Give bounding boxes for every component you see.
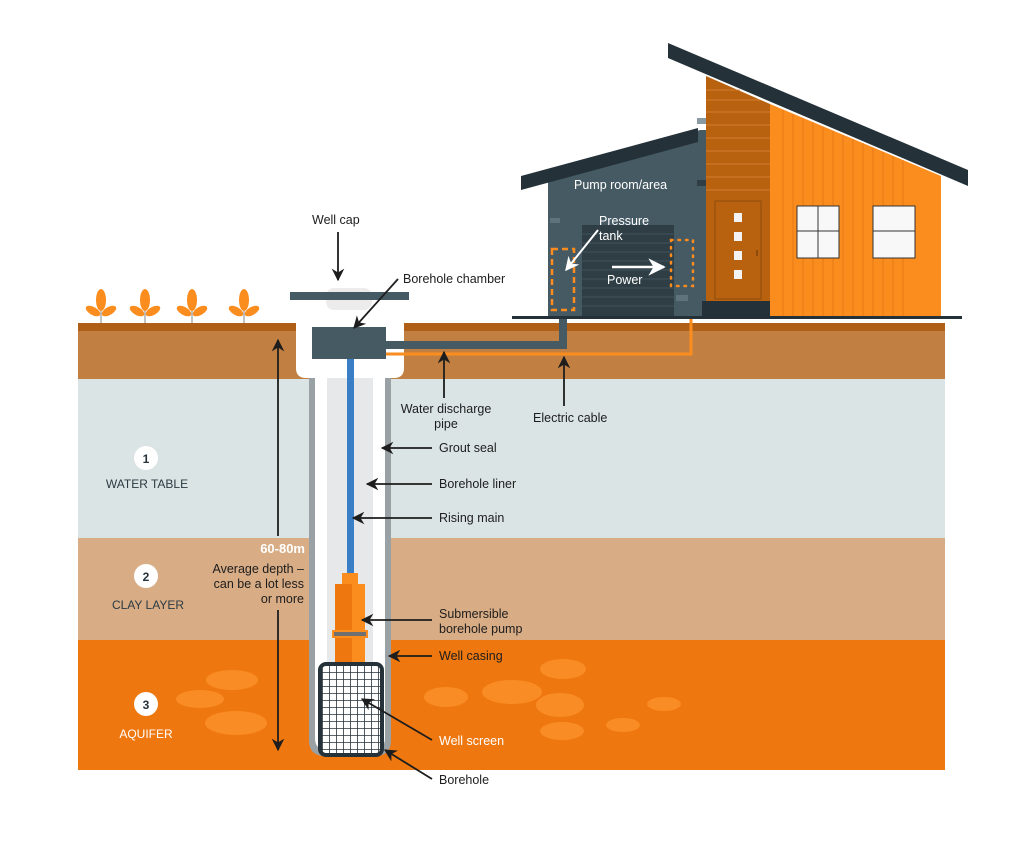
pump-top	[342, 573, 358, 584]
borehole-chamber-label: Borehole chamber	[403, 272, 505, 286]
pressure-tank-label: Pressure	[599, 214, 649, 228]
layer-water-table: 1 WATER TABLE	[106, 446, 188, 491]
power-label: Power	[607, 273, 642, 287]
layer-number: 2	[143, 570, 150, 584]
house-labels: Pump room/area Pressure tank Power	[574, 178, 667, 287]
depth-value: 60-80m	[260, 541, 305, 556]
plant-icon	[176, 289, 208, 323]
layer-clay: 2 CLAY LAYER	[112, 564, 184, 612]
well-screen	[318, 662, 384, 757]
depth-note-line: can be a lot less	[214, 577, 304, 591]
water-discharge-label: pipe	[434, 417, 458, 431]
well-screen-label: Well screen	[439, 734, 504, 748]
pump-room-roof	[521, 128, 698, 190]
component-labels: Well cap Borehole chamber Water discharg…	[312, 213, 607, 787]
layer-badges: 1 WATER TABLE 2 CLAY LAYER 3 AQUIFER	[106, 446, 188, 741]
well-casing-label: Well casing	[439, 649, 503, 663]
aquifer-layer	[78, 640, 945, 770]
label-arrows	[271, 232, 571, 780]
wood-planks	[706, 89, 770, 191]
pump-room-label: Pump room/area	[574, 178, 667, 192]
door-step	[702, 301, 770, 318]
pump-band-inner	[334, 632, 366, 636]
pressure-tank-label: tank	[599, 229, 623, 243]
submersible-pump-label: Submersible	[439, 607, 509, 621]
layer-name: AQUIFER	[119, 727, 173, 741]
well-cap	[290, 292, 409, 300]
borehole-arrow	[383, 749, 433, 780]
pump-highlight	[352, 584, 365, 666]
plant-icon	[228, 289, 260, 323]
pressure-tank-arrow	[565, 229, 599, 272]
depth-note-line: or more	[261, 592, 304, 606]
well-screen-arrow	[360, 698, 433, 741]
layer-number: 1	[143, 452, 150, 466]
water-table-layer	[78, 379, 945, 538]
water-discharge-pipe	[386, 318, 567, 349]
depth-note: 60-80m Average depth – can be a lot less…	[212, 541, 305, 606]
layer-number: 3	[143, 698, 150, 712]
grout-seal-label: Grout seal	[439, 441, 497, 455]
layer-aquifer: 3 AQUIFER	[119, 692, 173, 741]
layer-number-badge	[134, 446, 158, 470]
water-discharge-label: Water discharge	[401, 402, 492, 416]
plant-icon	[85, 289, 117, 323]
depth-note-line: Average depth –	[212, 562, 304, 576]
layer-name: CLAY LAYER	[112, 598, 184, 612]
borehole-chamber	[312, 327, 386, 359]
borehole-chamber-arrow	[353, 278, 399, 329]
topsoil-layer	[78, 323, 945, 379]
rising-main	[347, 358, 354, 573]
layer-name: WATER TABLE	[106, 477, 188, 491]
submersible-pump-label: borehole pump	[439, 622, 522, 636]
door-panels	[734, 213, 742, 279]
layer-number-badge	[134, 564, 158, 588]
plant-icon	[129, 289, 161, 323]
layer-number-badge	[134, 692, 158, 716]
ground-layers	[78, 323, 945, 770]
window	[796, 205, 840, 259]
borehole-label: Borehole	[439, 773, 489, 787]
clay-layer	[78, 538, 945, 640]
borehole-liner-label: Borehole liner	[439, 477, 516, 491]
garage-shutter	[582, 225, 674, 318]
well-cap-label: Well cap	[312, 213, 360, 227]
main-roof	[668, 43, 968, 186]
rising-main-label: Rising main	[439, 511, 504, 525]
pressure-tank	[550, 247, 576, 312]
house	[512, 43, 968, 319]
topsoil-edge	[78, 323, 945, 331]
power-box	[669, 238, 695, 288]
window	[872, 205, 916, 259]
ground-line	[512, 316, 962, 319]
wall-bricks	[550, 118, 706, 301]
borehole	[290, 288, 409, 757]
electric-cable-label: Electric cable	[533, 411, 607, 425]
door-handle	[756, 250, 758, 256]
aquifer-rocks	[176, 659, 681, 740]
plants	[85, 289, 260, 323]
